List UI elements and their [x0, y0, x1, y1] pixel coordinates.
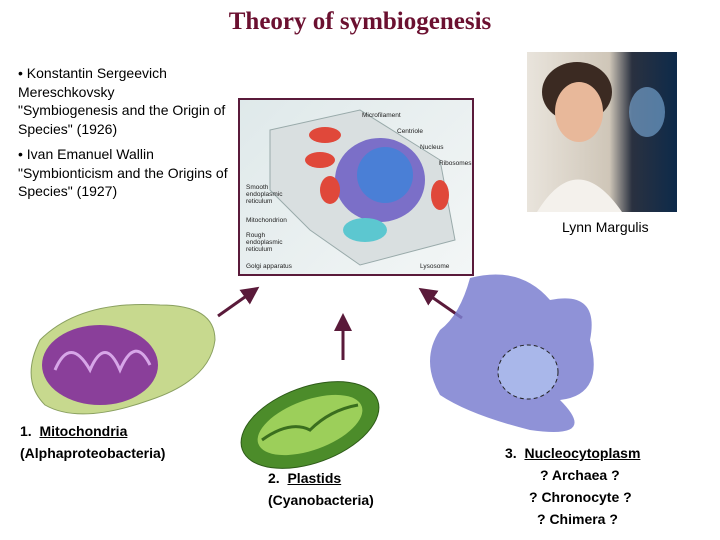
origin-source: (Cyanobacteria): [268, 492, 374, 508]
label-nucleocytoplasm: 3. Nucleocytoplasm ? Archaea ? ? Chronoc…: [505, 442, 640, 530]
work-title: "Symbionticism and the Origins of Specie…: [18, 164, 228, 200]
item-number: 1.: [20, 423, 32, 439]
label-mitochondria: 1. Mitochondria (Alphaproteobacteria): [20, 420, 165, 464]
label-lysosome: Lysosome: [420, 263, 450, 270]
cell-illustration: [269, 109, 456, 266]
label-microfilament: Microfilament: [362, 112, 401, 119]
candidate-chimera: ? Chimera ?: [537, 511, 618, 527]
label-ribosomes: Ribosomes: [439, 160, 472, 167]
organelle-name[interactable]: Nucleocytoplasm: [524, 445, 641, 461]
photo-caption: Lynn Margulis: [562, 219, 649, 235]
label-smooth-er: Smooth endoplasmic reticulum: [246, 184, 283, 205]
label-nucleus: Nucleus: [420, 144, 444, 151]
reference-wallin: • Ivan Emanuel Wallin "Symbionticism and…: [18, 145, 228, 201]
item-number: 3.: [505, 445, 517, 461]
nucleocytoplasm-illustration: [430, 274, 594, 432]
arrow-mitochondria: [217, 286, 260, 318]
label-rough-er: Rough endoplasmic reticulum: [246, 232, 283, 253]
organelle-name[interactable]: Mitochondria: [39, 423, 128, 439]
label-plastids: 2. Plastids (Cyanobacteria): [268, 467, 374, 511]
candidate-chronocyte: ? Chronocyte ?: [529, 489, 632, 505]
organelle-name[interactable]: Plastids: [287, 470, 342, 486]
author: • Konstantin Sergeevich Mereschkovsky: [18, 65, 167, 100]
slide-title: Theory of symbiogenesis: [228, 8, 492, 35]
label-golgi: Golgi apparatus: [246, 263, 292, 270]
lynn-margulis-photo: [527, 52, 677, 212]
mitochondrion-illustration: [30, 303, 216, 415]
label-centriole: Centriole: [397, 128, 424, 135]
label-mitochondrion: Mitochondrion: [246, 217, 287, 224]
item-number: 2.: [268, 470, 280, 486]
reference-mereschkovsky: • Konstantin Sergeevich Mereschkovsky "S…: [18, 64, 228, 138]
portrait-illustration: [537, 62, 665, 212]
author: • Ivan Emanuel Wallin: [18, 146, 154, 162]
work-title: "Symbiogenesis and the Origin of Species…: [18, 102, 226, 137]
eukaryotic-cell-diagram: Microfilament Centriole Nucleus Ribosome…: [238, 98, 474, 276]
origin-source: (Alphaproteobacteria): [20, 445, 166, 461]
plastid-illustration: [240, 381, 380, 469]
candidate-archaea: ? Archaea ?: [540, 467, 620, 483]
